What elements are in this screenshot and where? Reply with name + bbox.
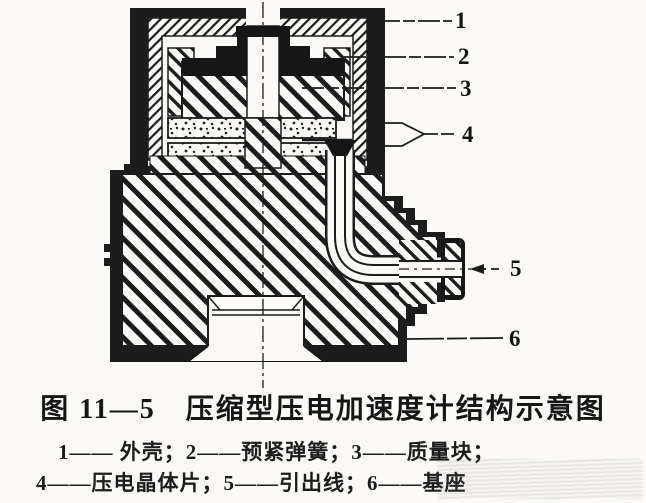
- figure-legend-line-1: 1—— 外壳；2——预紧弹簧；3——质量块；: [58, 440, 495, 464]
- mounting-hole: [189, 295, 323, 361]
- base-body: [121, 155, 438, 347]
- figure-legend-line-2: 4——压电晶体片；5——引出线；6——基座: [36, 471, 467, 495]
- part-label-3: 3: [460, 76, 472, 101]
- part-label-5: 5: [510, 256, 522, 281]
- part-label-1: 1: [455, 8, 467, 33]
- figure-title: 图 11—5 压缩型压电加速度计结构示意图: [40, 394, 606, 425]
- output-connector: [399, 238, 474, 304]
- part-label-4: 4: [462, 122, 474, 147]
- lead-wire-tube: [324, 140, 462, 285]
- part-label-2: 2: [458, 44, 470, 69]
- part-label-6: 6: [509, 326, 521, 351]
- leader-lines: [302, 20, 504, 340]
